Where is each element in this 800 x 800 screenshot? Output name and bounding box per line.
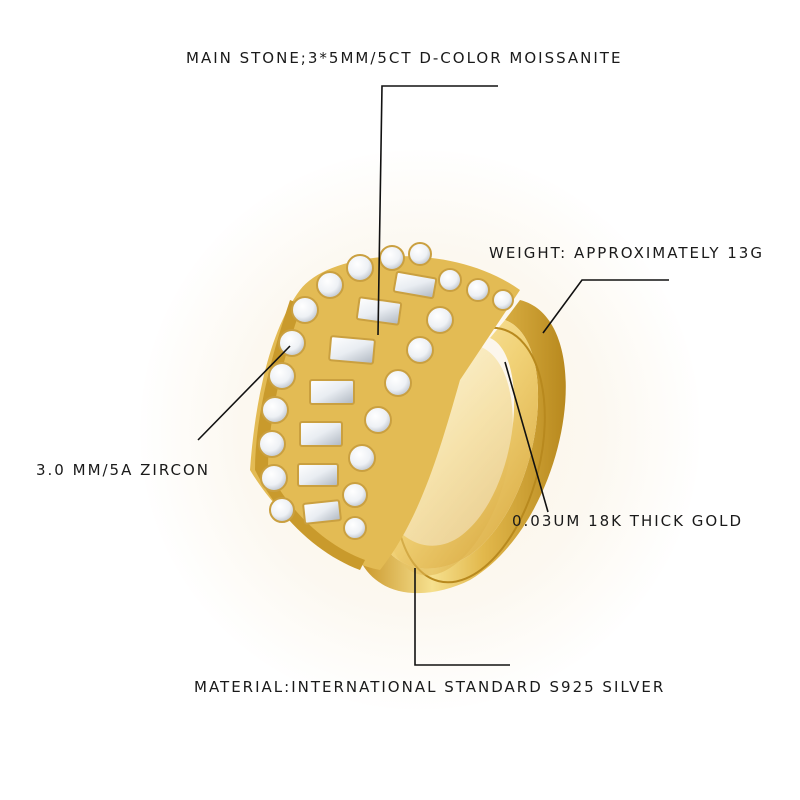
weight-label: WEIGHT: APPROXIMATELY 13G [489, 244, 764, 262]
main-stone-callout [377, 85, 498, 336]
zircon-callout [197, 345, 291, 441]
main-stone-label: MAIN STONE;3*5MM/5CT D-COLOR MOISSANITE [186, 49, 623, 67]
gold-callout [504, 361, 549, 513]
callout-lines [197, 85, 669, 666]
zircon-row-left [258, 242, 432, 523]
weight-callout [542, 279, 669, 334]
zircon-label: 3.0 MM/5A ZIRCON [36, 461, 211, 479]
gold-plating-label: 0.03UM 18K THICK GOLD [512, 512, 744, 530]
material-callout [414, 568, 510, 666]
material-label: MATERIAL:INTERNATIONAL STANDARD S925 SIL… [194, 678, 666, 696]
zircon-row-right [342, 268, 514, 540]
